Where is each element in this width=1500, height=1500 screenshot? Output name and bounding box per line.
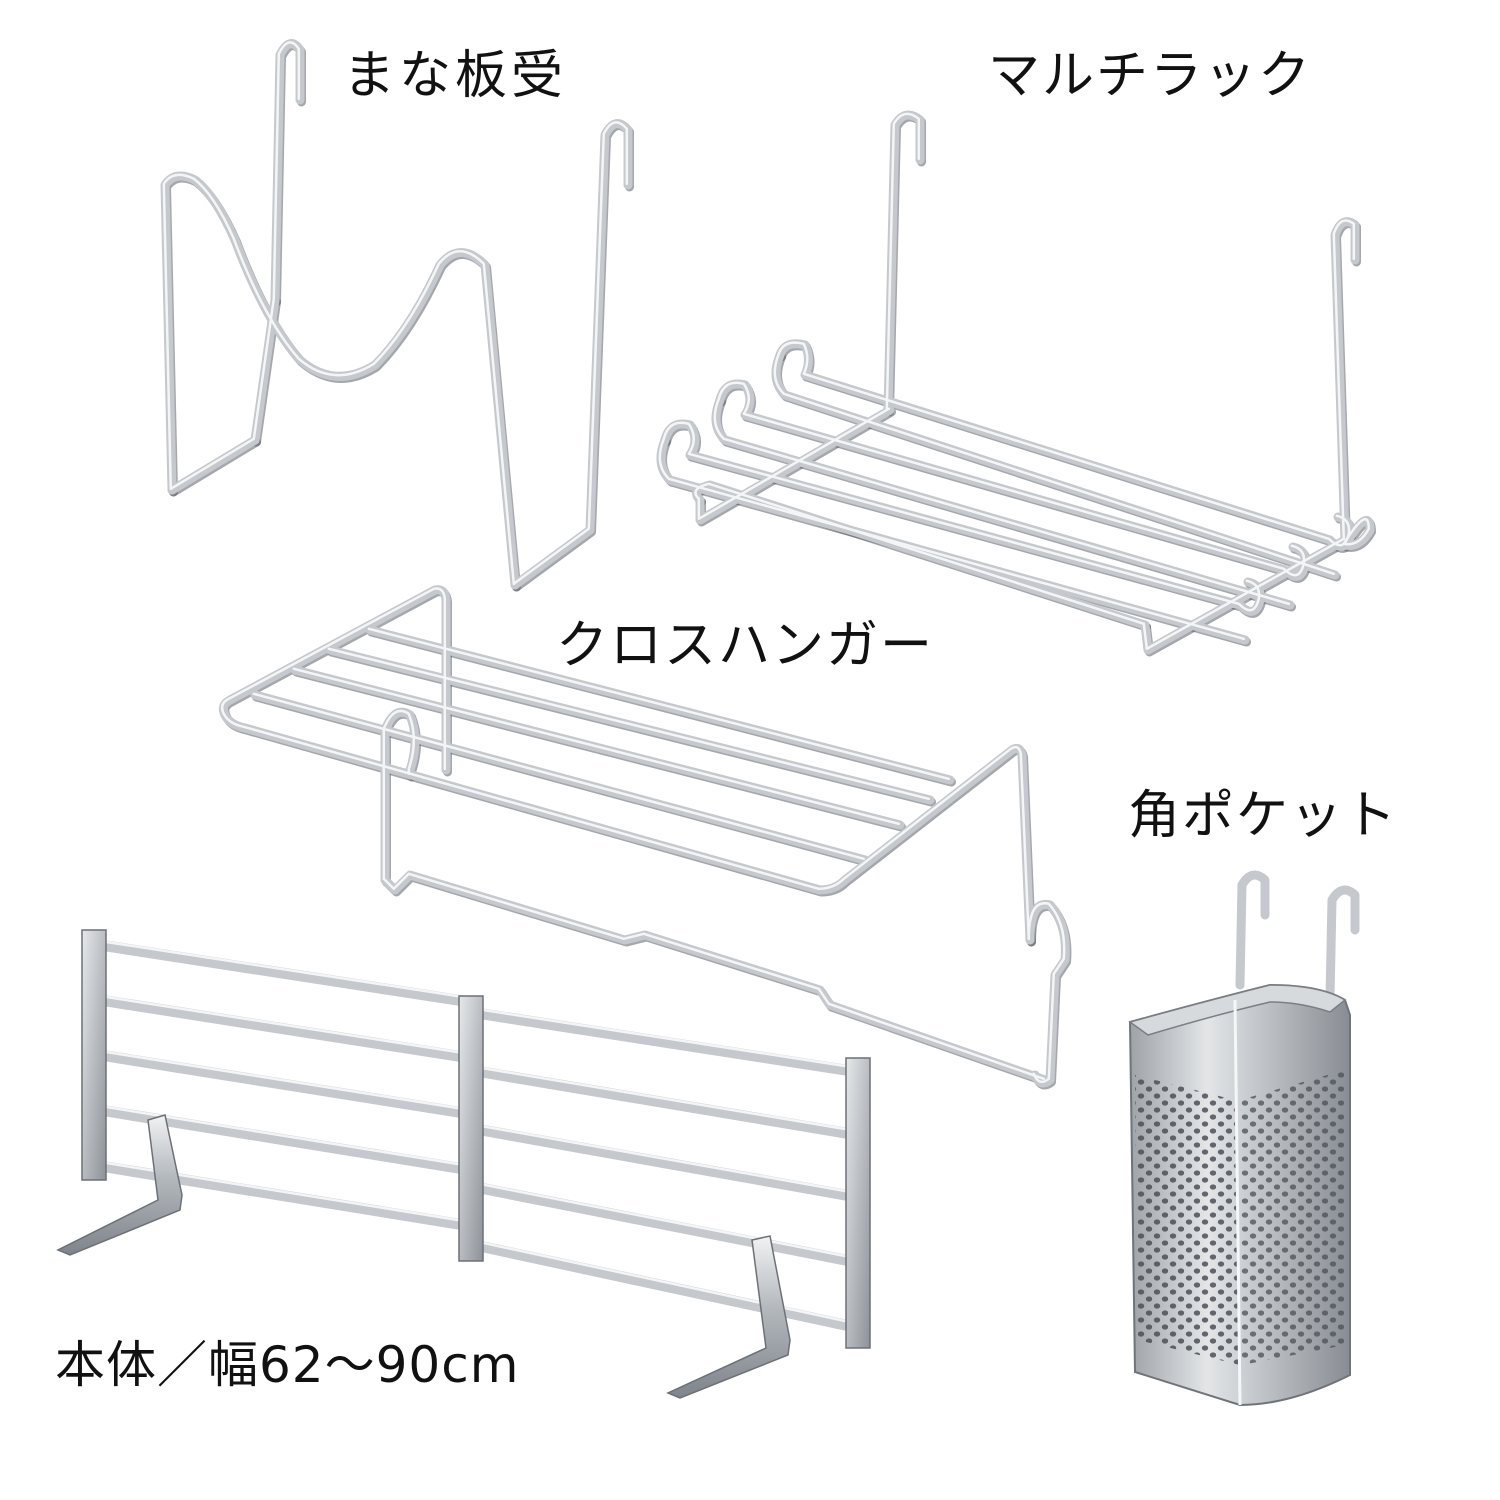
multi-rack [656,110,1376,657]
corner-pocket-label: 角ポケット [1128,786,1399,846]
cutting-board-holder [160,39,634,592]
cloth-hanger-label: クロスハンガー [556,616,935,676]
cutting-board-holder-label: まな板受 [343,46,568,106]
cloth-hanger [218,585,1072,1090]
main-body-label: 本体／幅62〜90cm [55,1336,520,1394]
main-extendable-rail [56,929,871,1399]
multi-rack-label: マルチラック [988,46,1313,106]
corner-pocket [1128,870,1360,1407]
